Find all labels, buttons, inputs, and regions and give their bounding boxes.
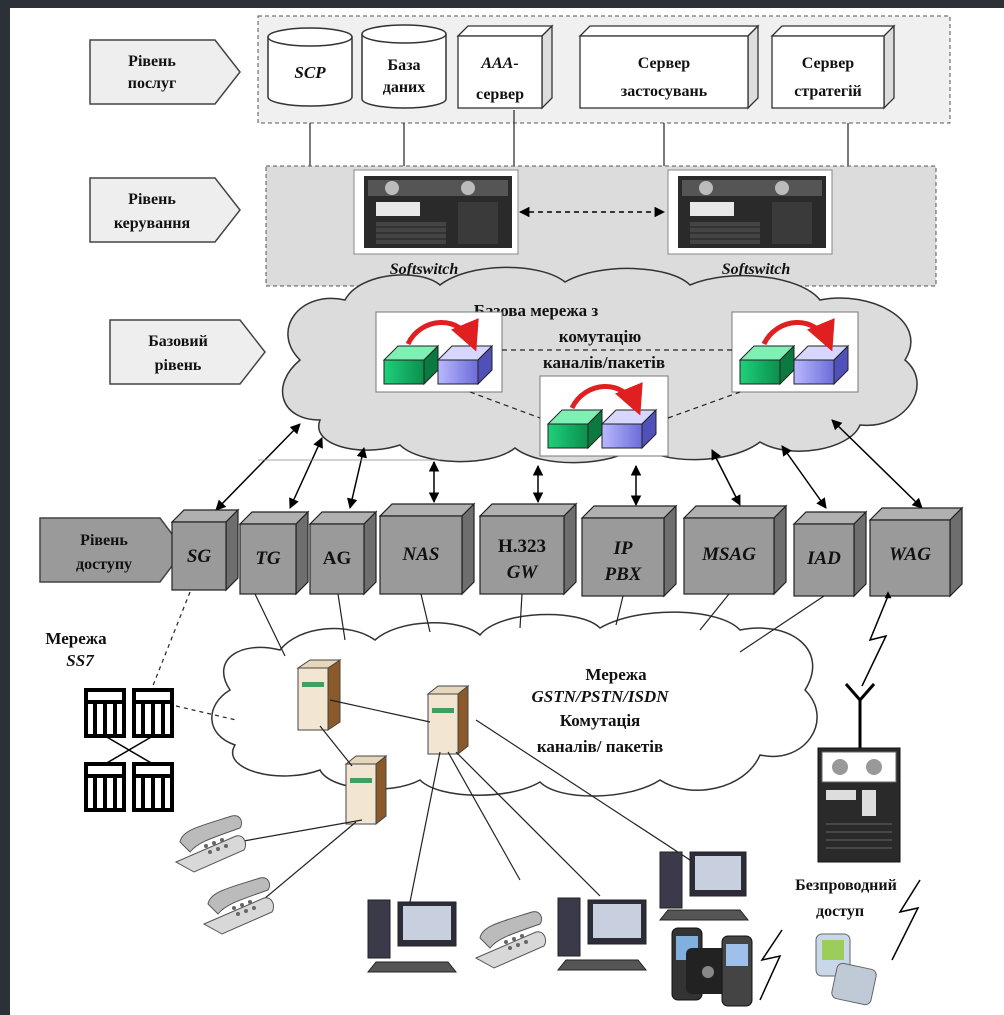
pbx-switch-icon (344, 754, 388, 826)
ss7-line1: Мережа (45, 629, 107, 648)
access-gateway-labels: SG TG AG NAS H.323 GW IP PBX MSAG IAD WA… (187, 536, 931, 585)
msag-gateway-box (682, 504, 788, 596)
tg-gateway-box (238, 510, 310, 596)
core-level-tag: Базовий рівень (109, 319, 266, 385)
msag-label: MSAG (701, 544, 756, 565)
ip-pbx-box (580, 504, 678, 598)
desktop-computer-icon (366, 899, 458, 973)
packet-switch-icon (539, 375, 669, 457)
wireless-line1: Безпроводний (795, 877, 897, 894)
access-level-line2: доступу (76, 556, 132, 573)
database-label-line1: База (387, 57, 420, 74)
telephone-icon (202, 877, 275, 935)
pbx-switch-icon (426, 684, 470, 756)
softswitch-server-icon (353, 169, 519, 255)
services-level-line2: послуг (128, 75, 177, 92)
control-level-tag: Рівень керування (89, 177, 241, 243)
access-level-line1: Рівень (80, 532, 128, 549)
telephone-icon (174, 815, 247, 873)
aaa-server-box: AAA- сервер (456, 24, 554, 110)
tg-label: TG (255, 548, 281, 569)
nas-label: NAS (402, 544, 440, 565)
iad-device-box (792, 510, 868, 598)
ss7-gstn-link (175, 705, 237, 721)
gstn-line1: Мережа (585, 665, 647, 684)
wireless-link-icons (759, 595, 921, 1001)
ippbx-label-line1: IP (613, 538, 633, 559)
app-server-label-line1: Сервер (638, 55, 690, 72)
sg-label: SG (187, 546, 212, 567)
database-icon: База даних (361, 24, 447, 109)
gstn-line2: GSTN/PSTN/ISDN (532, 687, 670, 706)
pbx-switch-icon (296, 659, 342, 731)
services-level-line1: Рівень (128, 53, 176, 70)
gstn-line3: Комутація (560, 711, 641, 730)
access-gateways (170, 502, 964, 598)
desktop-computer-icon (556, 897, 648, 971)
aaa-label-line2: сервер (476, 86, 524, 103)
ss7-stp-icons (84, 688, 174, 812)
core-switch-links (469, 349, 741, 419)
telephone-icon (474, 911, 547, 969)
access-level-tag: Рівень доступу (39, 517, 185, 583)
scp-label: SCP (294, 63, 326, 82)
control-level-line2: керування (114, 215, 191, 232)
gateway-to-gstn-lines (254, 593, 825, 657)
services-control-links (309, 110, 849, 166)
h323-gateway-box (478, 502, 578, 596)
wag-label: WAG (889, 544, 931, 565)
database-label-line2: даних (383, 79, 426, 96)
control-level-line1: Рівень (128, 191, 176, 208)
h323-label-line1: H.323 (498, 536, 546, 557)
core-access-arrows (215, 419, 923, 511)
softswitch-server-icon (667, 169, 833, 255)
mobile-phones-icon (671, 927, 753, 1007)
softswitch-label-left: Softswitch (390, 261, 459, 278)
core-level-line2: рівень (155, 357, 202, 374)
gstn-internal-links (237, 699, 691, 913)
packet-switch-icon (731, 311, 859, 393)
h323-label-line2: GW (507, 562, 539, 583)
desktop-computer-icon (658, 851, 750, 921)
scp-database-icon: SCP (267, 27, 353, 107)
policy-server-box: Сервер стратегій (770, 24, 896, 110)
application-server-box: Сервер застосувань (578, 24, 760, 110)
gstn-line4: каналів/ пакетів (537, 737, 663, 756)
aaa-label-line1: AAA- (480, 55, 518, 72)
ss7-line2: SS7 (66, 651, 95, 670)
wireless-line2: доступ (816, 903, 864, 920)
services-level-tag: Рівень послуг (89, 39, 241, 105)
sg-ss7-link (151, 591, 191, 689)
antenna-icon (844, 683, 876, 752)
side-frame (0, 0, 10, 1015)
core-level-line1: Базовий (148, 333, 208, 350)
app-server-label-line2: застосувань (621, 83, 708, 100)
wag-gateway-box (868, 506, 964, 598)
top-frame (0, 0, 1004, 8)
core-network-line3: каналів/пакетів (543, 353, 665, 372)
policy-server-label-line2: стратегій (794, 83, 862, 100)
packet-switch-icon (375, 311, 503, 393)
nas-gateway-box (378, 502, 476, 596)
flip-phone-icon (815, 933, 877, 1006)
core-network-line2: комутацію (559, 327, 641, 346)
core-network-line1: Базова мережа з (474, 301, 599, 320)
softswitch-label-right: Softswitch (722, 261, 791, 278)
gstn-cloud (211, 611, 818, 797)
iad-label: IAD (806, 548, 841, 569)
ag-gateway-box (308, 510, 378, 596)
policy-server-label-line1: Сервер (802, 55, 854, 72)
base-station-server-icon (817, 747, 901, 863)
ag-label: AG (323, 548, 352, 569)
sg-gateway-box (170, 508, 240, 592)
ippbx-label-line2: PBX (604, 564, 643, 585)
